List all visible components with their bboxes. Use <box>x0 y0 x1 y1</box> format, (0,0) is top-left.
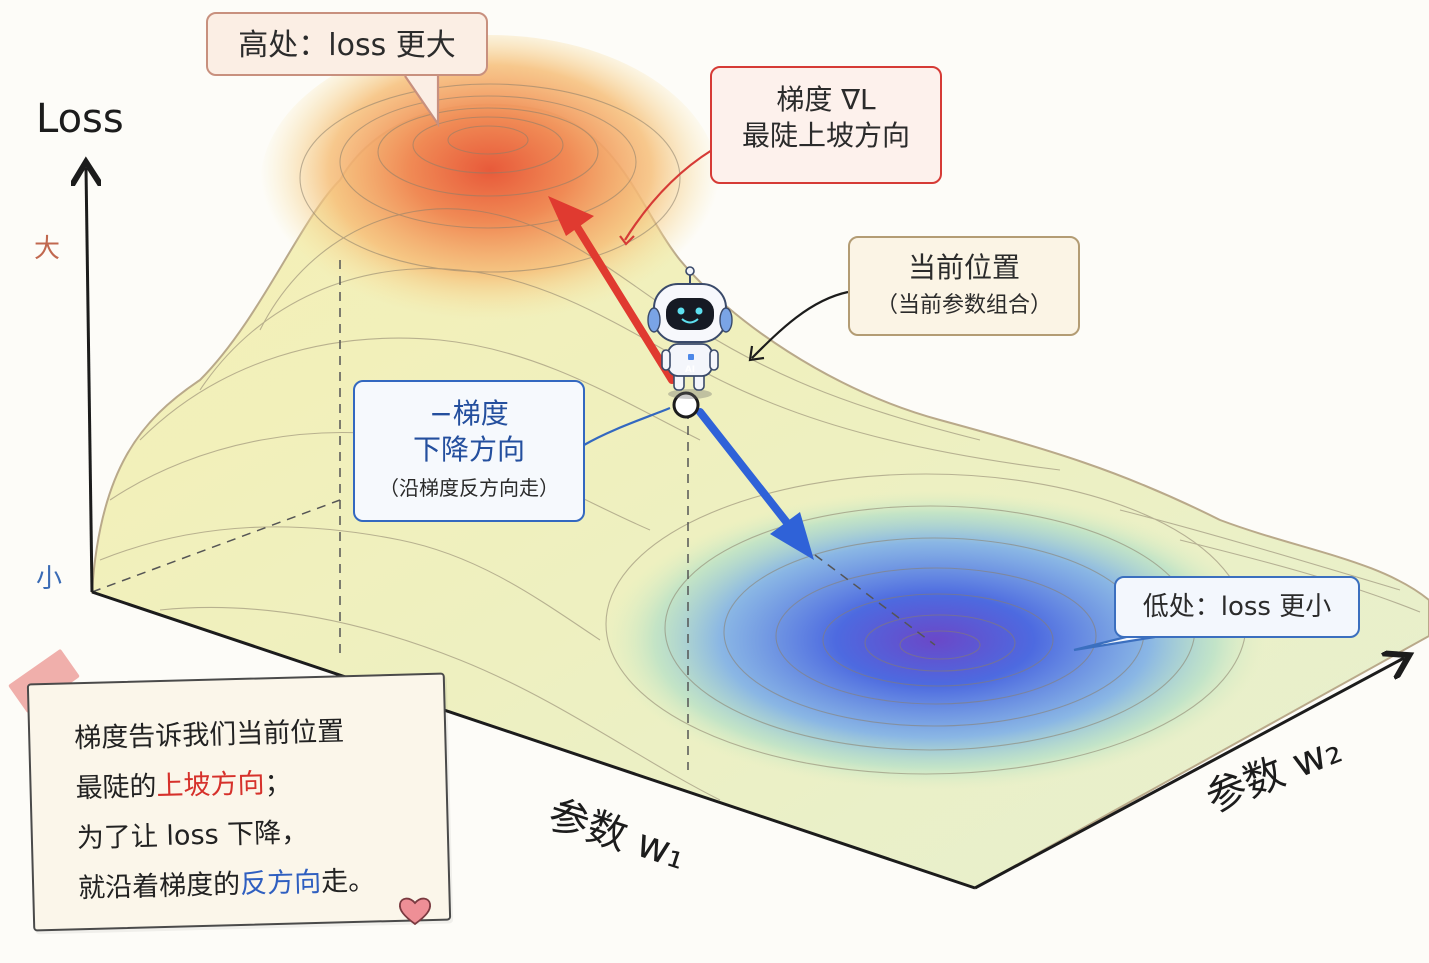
note-line-4: 就沿着梯度的反方向走。 <box>78 855 449 915</box>
position-callout: 当前位置 （当前参数组合） <box>848 236 1080 336</box>
heart-icon <box>399 897 431 926</box>
note-line-2-suffix: ； <box>264 767 292 800</box>
gradient-callout-title: 梯度 ∇L <box>776 83 876 116</box>
peak-region <box>260 35 720 335</box>
note-line-4-prefix: 就沿着梯度的 <box>77 869 241 905</box>
valley-callout-text: 低处：loss 更小 <box>1142 592 1332 622</box>
robot-badge-text: AI <box>685 365 695 375</box>
peak-callout-text: 高处：loss 更大 <box>238 28 456 63</box>
w2-axis <box>974 658 1404 890</box>
guide-dashes <box>91 260 936 770</box>
explanation-note: 梯度告诉我们当前位置 最陡的上坡方向； 为了让 loss 下降， 就沿着梯度的反… <box>26 672 452 932</box>
descent-arrow-head <box>770 512 814 560</box>
position-callout-title: 当前位置 <box>907 251 1020 284</box>
callout-pointers <box>404 75 1156 652</box>
peak-callout: 高处：loss 更大 <box>206 12 488 76</box>
gradient-arrow <box>570 218 676 384</box>
note-line-2-prefix: 最陡的 <box>75 771 157 805</box>
gradient-arrow-head <box>548 196 594 236</box>
loss-axis-label: Loss <box>36 96 124 142</box>
descent-callout-title: −梯度 <box>429 397 509 430</box>
descent-callout-subtitle: 下降方向 <box>412 433 525 467</box>
position-callout-subtitle: （当前参数组合） <box>875 293 1052 319</box>
loss-axis <box>86 168 92 593</box>
note-line-2-highlight: 上坡方向 <box>156 768 265 803</box>
loss-high-label: 大 <box>34 234 61 264</box>
descent-callout: −梯度 下降方向 （沿梯度反方向走） <box>353 380 585 522</box>
descent-arrow <box>696 408 792 528</box>
note-line-4-highlight: 反方向 <box>239 866 322 900</box>
gradient-callout-subtitle: 最陡上坡方向 <box>741 119 910 153</box>
valley-region <box>605 490 1265 790</box>
valley-callout: 低处：loss 更小 <box>1114 576 1360 638</box>
loss-low-label: 小 <box>36 564 63 594</box>
robot-icon: AI <box>647 266 733 399</box>
current-position-marker <box>672 391 700 419</box>
w1-axis-base <box>91 590 976 890</box>
note-line-4-suffix: 走。 <box>320 865 376 898</box>
descent-callout-note: （沿梯度反方向走） <box>379 475 559 500</box>
gradient-callout: 梯度 ∇L 最陡上坡方向 <box>710 66 942 184</box>
